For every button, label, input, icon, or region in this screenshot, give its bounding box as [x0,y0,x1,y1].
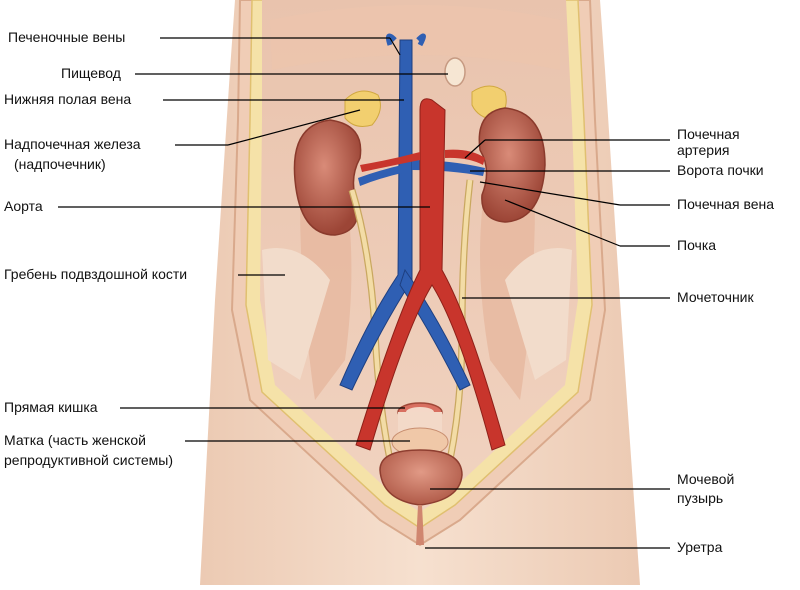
iliac-left [262,248,330,380]
diaphragm [270,5,560,70]
kidney-right [478,107,546,223]
label-esophagus: Пищевод [61,65,121,81]
label-renal-artery-line2: артерия [677,142,730,158]
aorta [355,98,506,451]
label-iliac-crest: Гребень подвздошной кости [4,266,188,282]
iliac-right [505,248,572,380]
label-renal-vein: Почечная вена [677,196,775,212]
kidney-left [293,119,362,236]
label-adrenal-gland-line1: Надпочечная железа [4,136,141,152]
esophagus [444,57,466,87]
adrenal-left [344,90,381,127]
label-aorta: Аорта [4,198,43,214]
label-renal-artery-line1: Почечная [677,126,740,142]
label-bladder-line2: пузырь [677,490,724,506]
label-uterus-line2: репродуктивной системы) [4,452,173,468]
label-inferior-vena-cava: Нижняя полая вена [4,91,132,107]
leader-lines [58,37,670,549]
urethra [416,505,424,545]
label-renal-hilum: Ворота почки [677,162,764,178]
label-bladder-line1: Мочевой [677,471,735,487]
hepatic-veins [385,33,426,47]
renal-vein-left [358,165,402,186]
label-hepatic-veins: Печеночные вены [8,29,126,45]
label-adrenal-gland-line2: (надпочечник) [14,156,106,172]
renal-artery-left [360,152,420,172]
label-kidney: Почка [677,237,717,253]
bladder [379,449,463,506]
label-uterus-line1: Матка (часть женской [4,432,146,448]
vena-cava [339,39,413,391]
label-urethra: Уретра [677,539,723,555]
label-ureter: Мочеточник [677,289,754,305]
label-rectum: Прямая кишка [4,399,98,415]
